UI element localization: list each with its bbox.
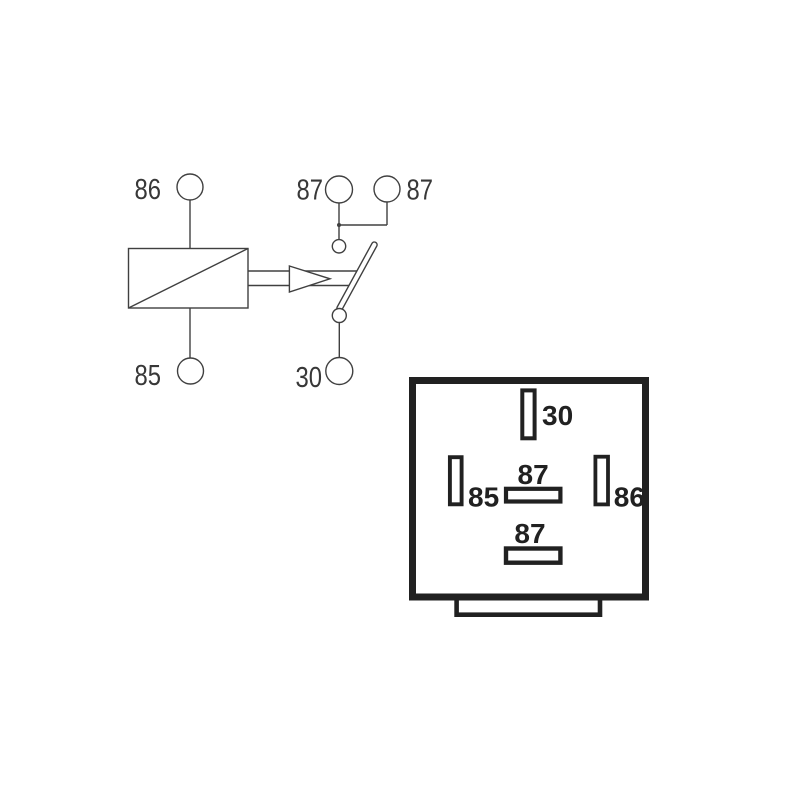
svg-text:30: 30 (542, 400, 573, 431)
svg-text:87: 87 (518, 459, 549, 490)
svg-text:87: 87 (297, 175, 324, 207)
svg-text:87: 87 (407, 175, 434, 207)
svg-text:86: 86 (135, 174, 162, 206)
svg-text:86: 86 (614, 482, 645, 513)
svg-text:85: 85 (468, 482, 499, 513)
svg-text:87: 87 (514, 518, 545, 549)
svg-text:30: 30 (296, 362, 323, 394)
svg-text:85: 85 (135, 360, 162, 392)
